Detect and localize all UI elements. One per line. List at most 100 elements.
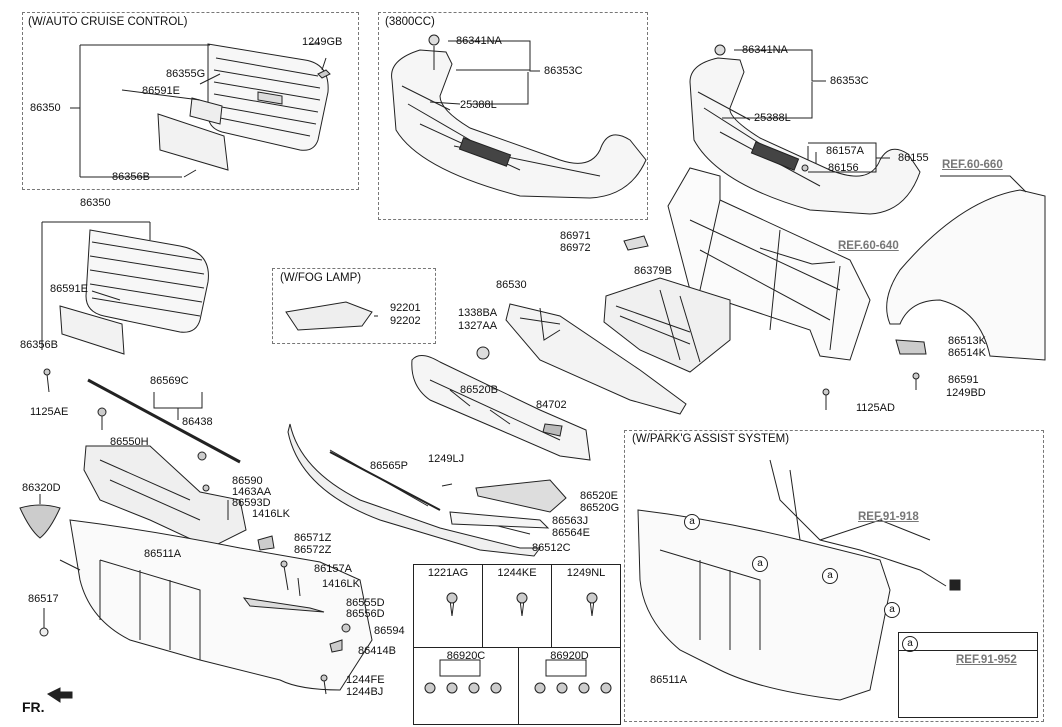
front-arrow xyxy=(47,687,73,703)
label-86556D: 86556D xyxy=(346,608,385,620)
bracket-86591e-b xyxy=(59,305,125,355)
ref-91-918[interactable]: REF.91-918 xyxy=(858,511,919,523)
fender xyxy=(886,189,1046,361)
label-86156: 86156 xyxy=(828,162,859,174)
label-86972: 86972 xyxy=(560,242,591,254)
label-86591E-mid: 86591E xyxy=(50,283,88,295)
legend-1244KE: 1244KE xyxy=(497,567,537,579)
callout-a-inset: a xyxy=(902,636,918,652)
box-fog-title: (W/FOG LAMP) xyxy=(280,272,362,284)
front-label: FR. xyxy=(22,699,45,715)
label-86591: 86591 xyxy=(948,374,979,386)
fog-lamp xyxy=(285,301,373,331)
box-auto-cruise-title: (W/AUTO CRUISE CONTROL) xyxy=(28,16,188,28)
label-92202: 92202 xyxy=(390,315,421,327)
ref-60-640[interactable]: REF.60-640 xyxy=(838,240,899,252)
grille-acc xyxy=(207,43,329,151)
label-86512C: 86512C xyxy=(532,542,571,554)
box-auto-cruise xyxy=(22,12,359,190)
legend-cell-1249NL[interactable]: 1249NL xyxy=(551,564,621,648)
label-86356B-mid: 86356B xyxy=(20,339,58,351)
label-86513K: 86513K xyxy=(948,335,986,347)
legend-cell-1221AG[interactable]: 1221AG xyxy=(413,564,483,648)
label-86520B: 86520B xyxy=(460,384,498,396)
label-1338BA: 1338BA xyxy=(458,307,498,319)
callout-a-4: a xyxy=(884,602,900,618)
sensor-86355g xyxy=(189,97,223,125)
label-86591E-top: 86591E xyxy=(142,85,180,97)
legend-cell-86920C[interactable]: 86920C xyxy=(414,648,519,724)
label-86414B: 86414B xyxy=(358,645,396,657)
label-1416LK-b: 1416LK xyxy=(322,578,360,590)
reinforcement-right xyxy=(689,57,921,215)
label-86571Z: 86571Z xyxy=(294,532,332,544)
label-1249GB: 1249GB xyxy=(302,36,343,48)
legend-cell-1244KE[interactable]: 1244KE xyxy=(482,564,552,648)
label-86350-top: 86350 xyxy=(30,102,61,114)
label-86593D: 86593D xyxy=(232,497,271,509)
callout-a-2: a xyxy=(752,556,768,572)
label-86971: 86971 xyxy=(560,230,591,242)
label-86520E: 86520E xyxy=(580,490,618,502)
label-1244FE: 1244FE xyxy=(346,674,385,686)
box-3800cc xyxy=(378,12,648,220)
label-86341NA-right: 86341NA xyxy=(742,44,788,56)
label-86590: 86590 xyxy=(232,475,263,487)
label-92201: 92201 xyxy=(390,302,421,314)
label-86155: 86155 xyxy=(898,152,929,164)
ref-91-952[interactable]: REF.91-952 xyxy=(956,654,1017,666)
label-1463AA: 1463AA xyxy=(232,486,272,498)
label-86563J: 86563J xyxy=(552,515,589,527)
label-1249LJ: 1249LJ xyxy=(428,453,465,465)
emblem xyxy=(19,504,61,539)
label-86157A-bottom: 86157A xyxy=(314,563,352,575)
label-86565P: 86565P xyxy=(370,460,408,472)
label-86355G: 86355G xyxy=(166,68,206,80)
label-86572Z: 86572Z xyxy=(294,544,332,556)
box-park-assist-title: (W/PARK'G ASSIST SYSTEM) xyxy=(632,433,790,445)
air-guide xyxy=(603,277,731,373)
fastener-legend: 1221AG 1244KE 1249NL 86920C 86920D xyxy=(413,564,621,725)
label-86514K: 86514K xyxy=(948,347,986,359)
legend-1249NL: 1249NL xyxy=(566,567,606,579)
label-86356B-top: 86356B xyxy=(112,171,150,183)
grille-std xyxy=(85,229,209,333)
label-86555D: 86555D xyxy=(346,597,385,609)
label-86511A-left: 86511A xyxy=(144,548,182,560)
label-1125AD: 1125AD xyxy=(856,402,895,414)
callout-a-1: a xyxy=(684,514,700,530)
label-1249BD: 1249BD xyxy=(946,387,986,399)
label-86353C-right: 86353C xyxy=(830,75,869,87)
label-25388L-right: 25388L xyxy=(754,112,791,124)
label-86594: 86594 xyxy=(374,625,405,637)
label-86569C: 86569C xyxy=(150,375,189,387)
label-86353C-left: 86353C xyxy=(544,65,583,77)
label-86341NA-left: 86341NA xyxy=(456,35,502,47)
callout-a-3: a xyxy=(822,568,838,584)
ref-60-660[interactable]: REF.60-660 xyxy=(942,159,1003,171)
bumper-beam xyxy=(505,303,687,415)
label-86520G: 86520G xyxy=(580,502,620,514)
reinforcement-3800cc xyxy=(391,49,647,199)
legend-cell-86920D[interactable]: 86920D xyxy=(519,648,621,724)
label-1125AE: 1125AE xyxy=(30,406,69,418)
label-1327AA: 1327AA xyxy=(458,320,498,332)
sensor-detail-inset xyxy=(898,632,1038,718)
label-1416LK-a: 1416LK xyxy=(252,508,290,520)
label-86530: 86530 xyxy=(496,279,527,291)
energy-absorber xyxy=(411,355,591,461)
legend-86920D: 86920D xyxy=(550,650,589,662)
label-86350-mid: 86350 xyxy=(80,197,111,209)
box-3800cc-title: (3800CC) xyxy=(385,16,435,28)
label-25388L-left: 25388L xyxy=(460,99,497,111)
bracket-86591e-a xyxy=(157,113,229,171)
bumper-bracket xyxy=(83,445,247,549)
label-86564E: 86564E xyxy=(552,527,590,539)
bumper-park-assist xyxy=(637,509,891,701)
label-86438: 86438 xyxy=(182,416,213,428)
label-86550H: 86550H xyxy=(110,436,149,448)
label-1244BJ: 1244BJ xyxy=(346,686,384,698)
inset-divider xyxy=(898,650,1038,651)
box-fog xyxy=(272,268,436,344)
label-86157A-top: 86157A xyxy=(826,145,864,157)
